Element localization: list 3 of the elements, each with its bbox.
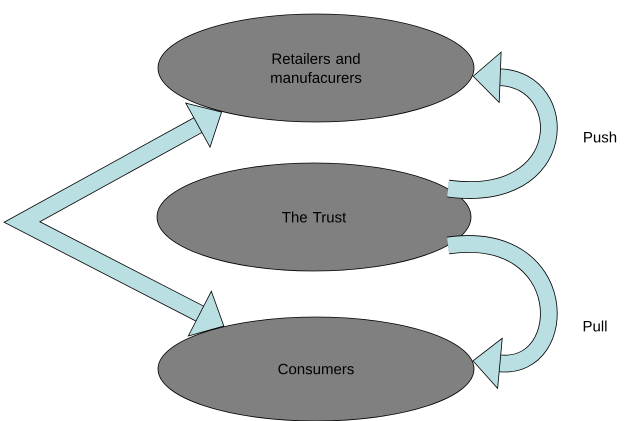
edge-label: Push <box>584 132 616 142</box>
edge-label: Pull <box>584 320 606 332</box>
block-arrow <box>448 236 558 390</box>
